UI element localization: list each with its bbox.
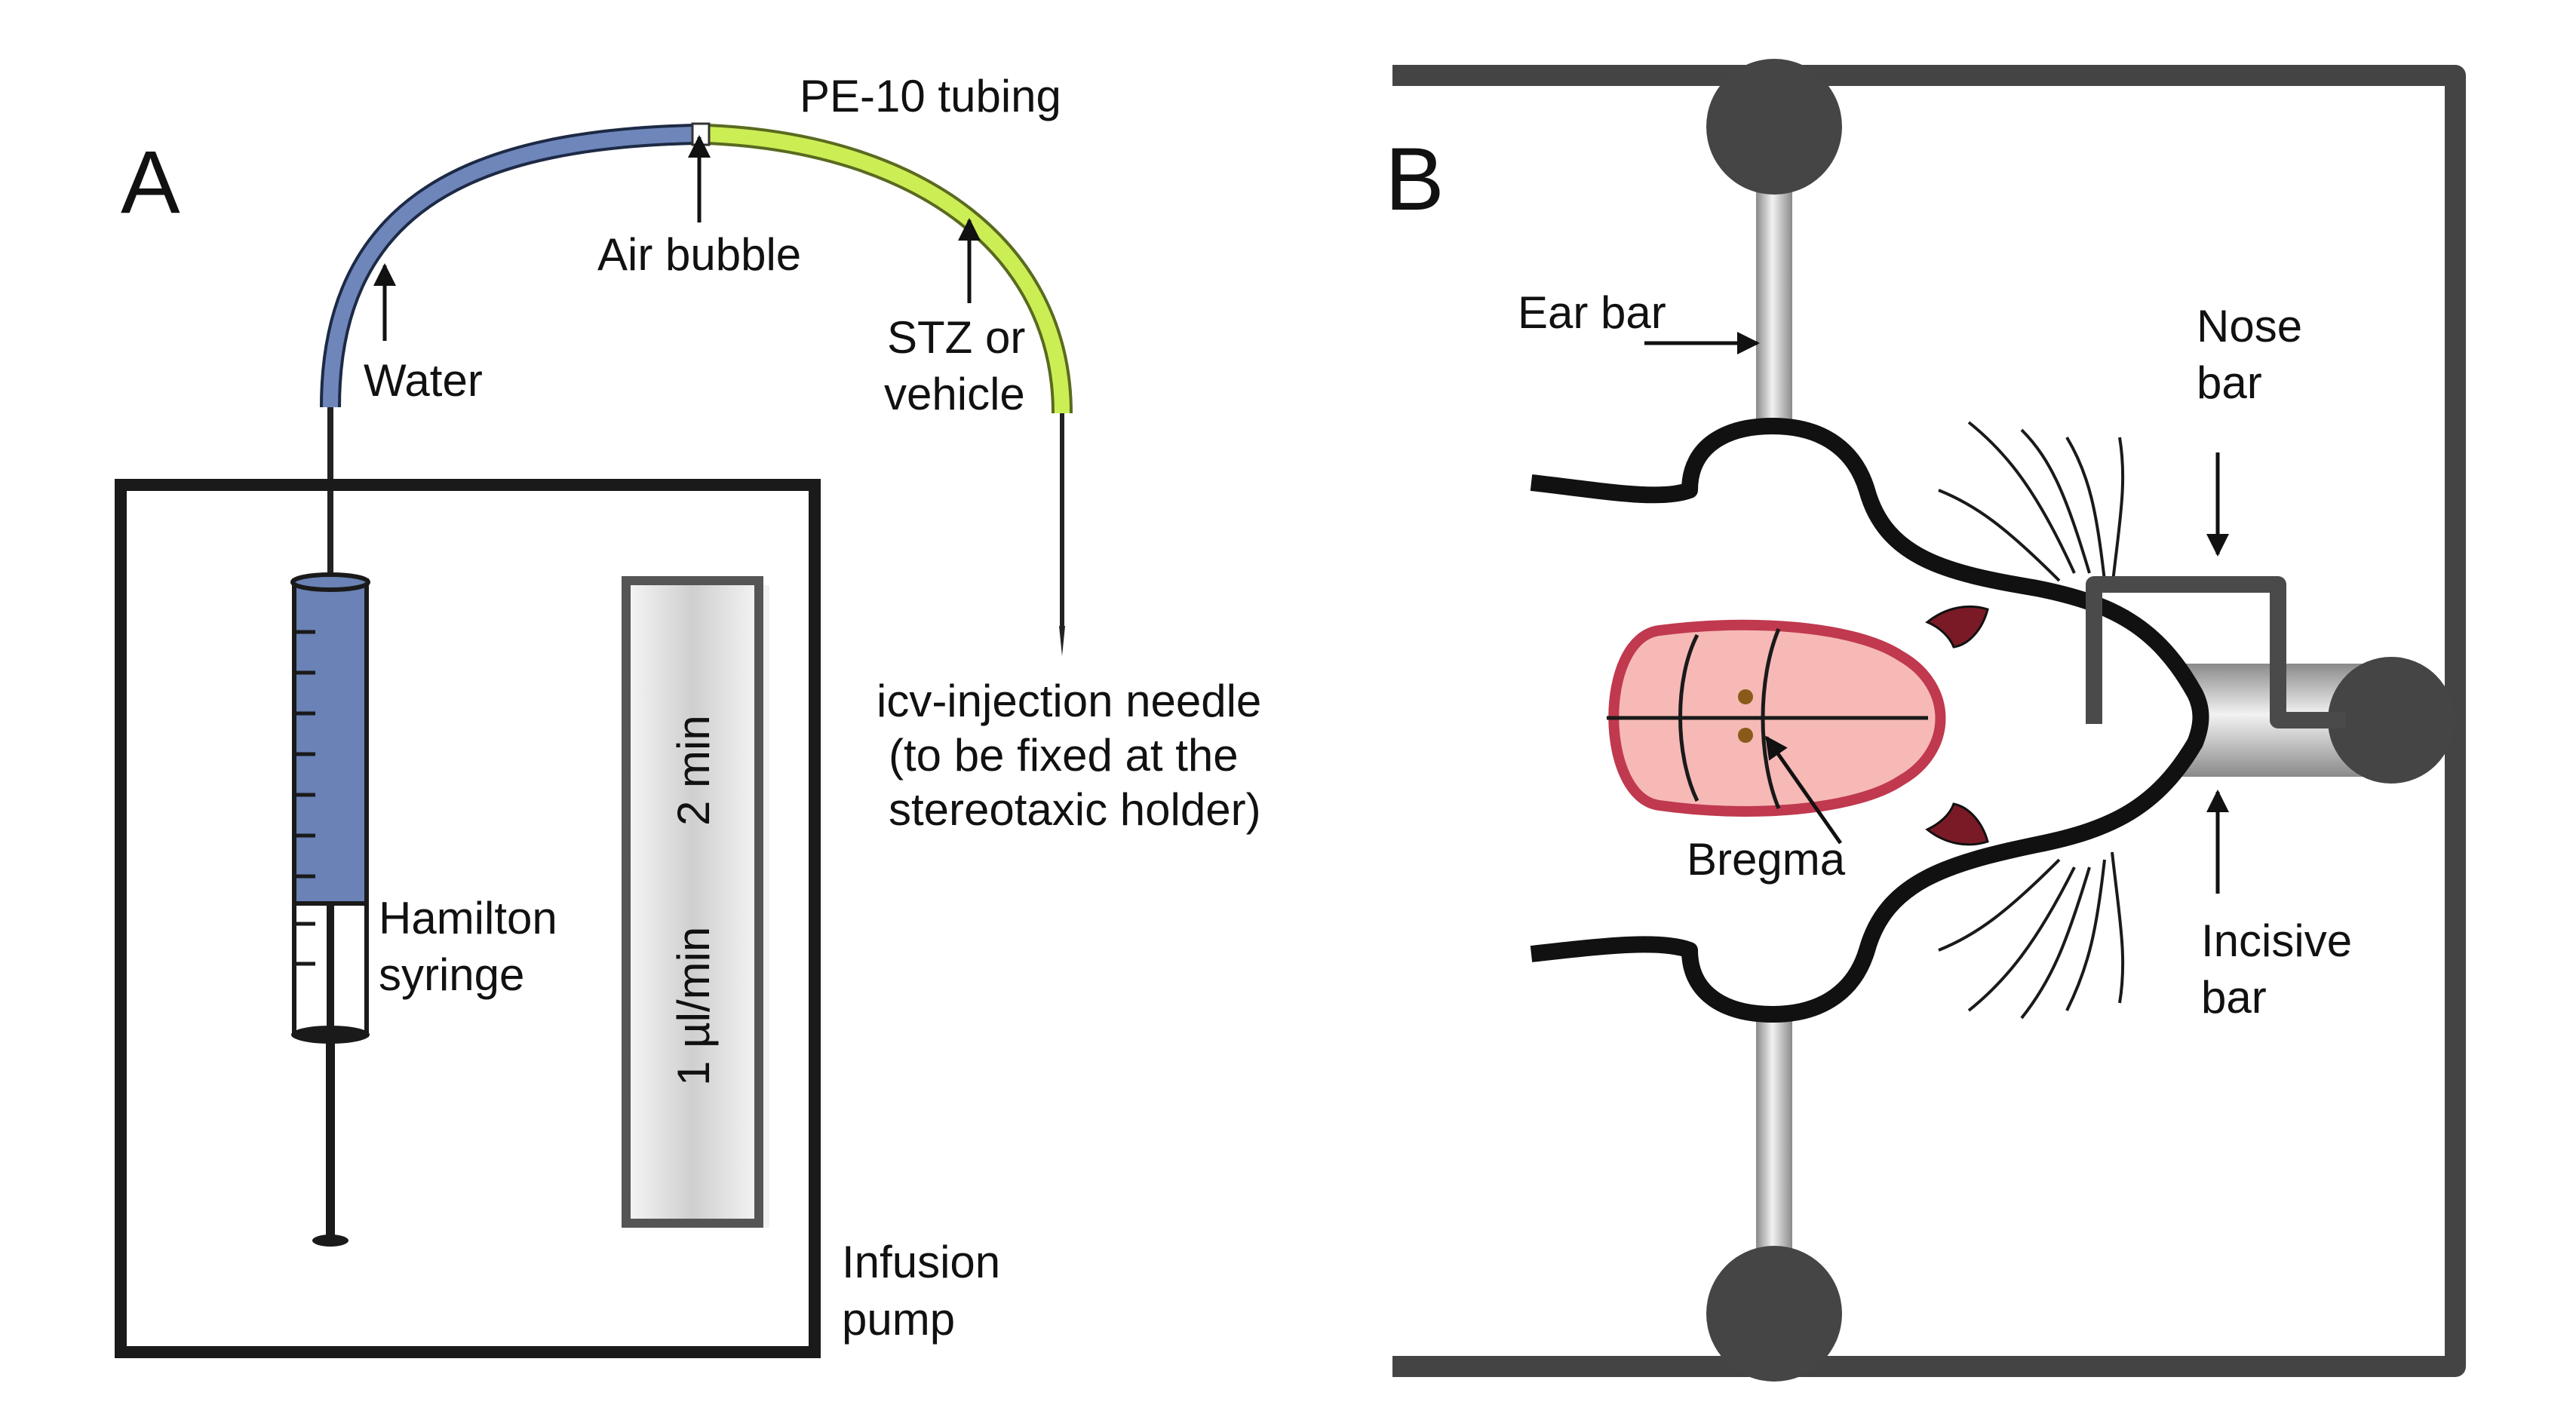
label-pe10-tubing: PE-10 tubing bbox=[800, 71, 1061, 121]
label-nose-line1: Nose bbox=[2197, 301, 2302, 351]
stereotaxic-frame bbox=[1392, 65, 2466, 1377]
label-nose-line2: bar bbox=[2197, 357, 2262, 408]
pump-rate-text: 1 µl/min bbox=[668, 927, 719, 1086]
panel-a: A 1 µl/min 2 min bbox=[115, 71, 1261, 1358]
label-ear-bar: Ear bar bbox=[1518, 287, 1666, 338]
label-pump-line1: Infusion bbox=[842, 1237, 1000, 1287]
infusion-pump-box bbox=[115, 479, 821, 1358]
label-needle-line1: icv-injection needle bbox=[877, 676, 1261, 726]
bregma-point-2 bbox=[1738, 728, 1753, 743]
nose-bar bbox=[2086, 576, 2346, 728]
bregma-point-1 bbox=[1738, 689, 1753, 704]
panel-b-letter: B bbox=[1385, 130, 1445, 229]
label-syringe-line2: syringe bbox=[379, 949, 524, 1000]
whiskers bbox=[1938, 421, 2125, 1020]
pump-time-text: 2 min bbox=[668, 715, 719, 826]
label-air-bubble: Air bubble bbox=[597, 229, 801, 280]
eye-top bbox=[1925, 605, 1989, 649]
label-needle-line2: (to be fixed at the bbox=[889, 730, 1239, 781]
label-bregma: Bregma bbox=[1687, 834, 1846, 885]
label-water: Water bbox=[364, 355, 483, 406]
label-stz-line1: STZ or bbox=[887, 312, 1025, 363]
label-pump-line2: pump bbox=[842, 1294, 955, 1345]
ear-bar-knob-bottom bbox=[1706, 1246, 1842, 1382]
label-stz-line2: vehicle bbox=[884, 369, 1025, 419]
panel-b: B bbox=[1385, 59, 2466, 1382]
incisive-bar-knob bbox=[2328, 657, 2455, 784]
eye-bottom bbox=[1925, 802, 1989, 846]
panel-a-letter: A bbox=[121, 133, 180, 232]
label-incisive-line1: Incisive bbox=[2201, 916, 2352, 966]
ear-bar-knob-top bbox=[1706, 59, 1842, 195]
label-needle-line3: stereotaxic holder) bbox=[889, 784, 1261, 835]
pump-display bbox=[622, 576, 763, 1228]
label-incisive-line2: bar bbox=[2201, 972, 2267, 1023]
label-syringe-line1: Hamilton bbox=[379, 893, 557, 943]
skull-sutures bbox=[1607, 628, 1928, 809]
hamilton-syringe bbox=[290, 572, 370, 1247]
